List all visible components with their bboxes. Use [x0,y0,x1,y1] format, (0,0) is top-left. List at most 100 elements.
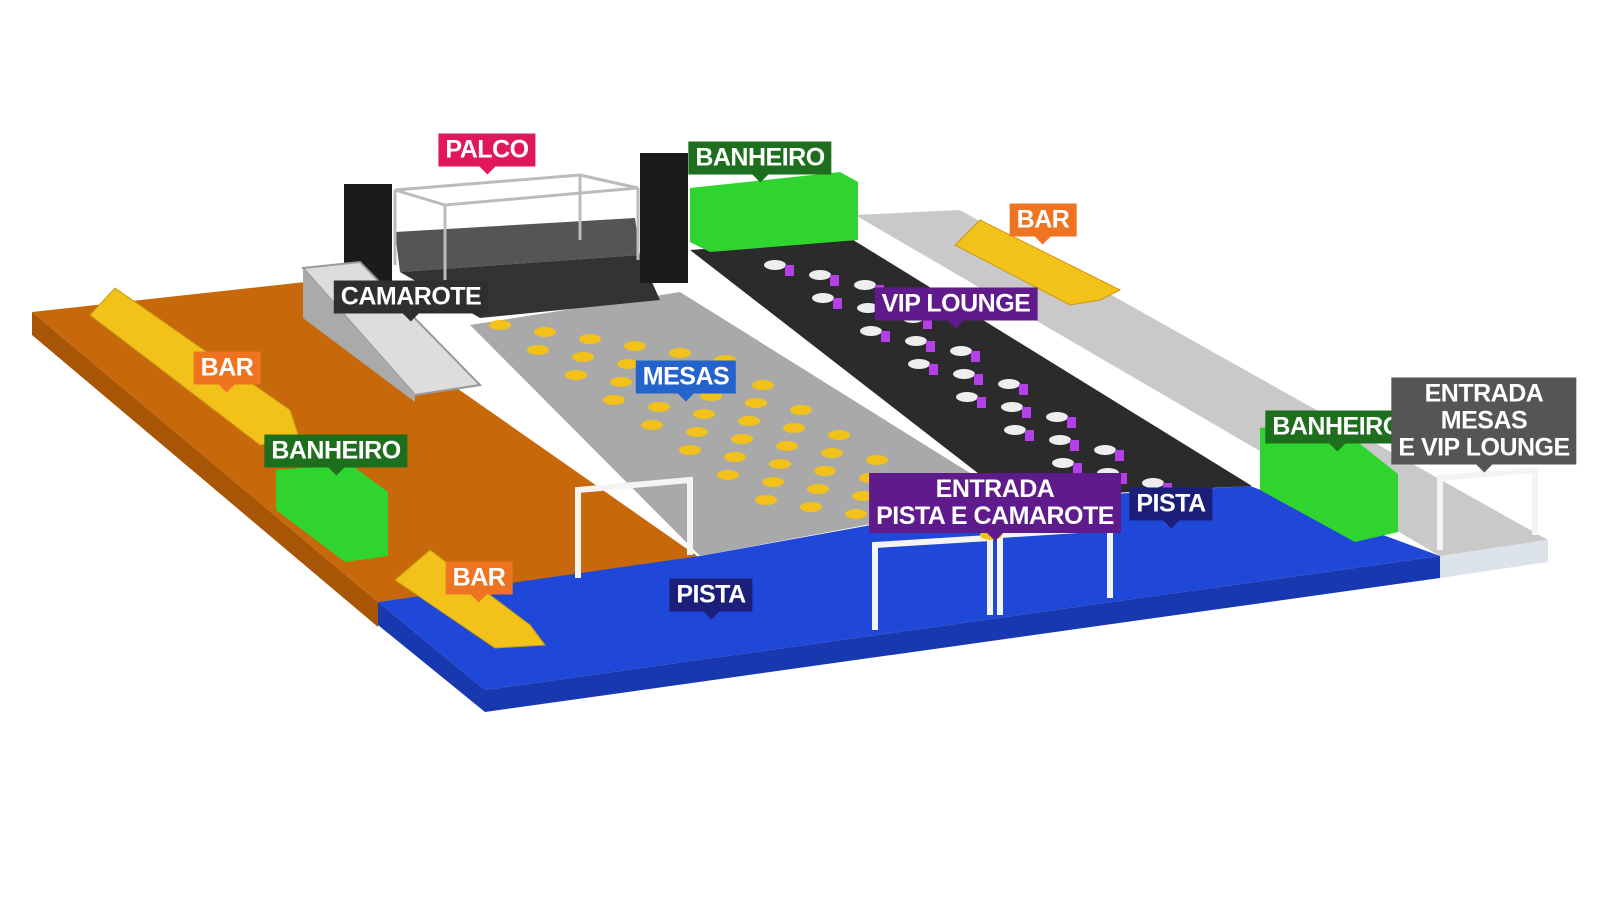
bar-tent-bottom [394,549,546,649]
table [534,327,556,337]
vip-table [812,293,834,303]
vip-table [1094,445,1116,455]
label-line: E VIP LOUNGE [1398,433,1570,462]
label-banheiro-right: BANHEIRO [1265,410,1409,452]
vip-seat [881,331,890,342]
table [752,380,774,390]
table [648,402,670,412]
table [489,320,511,330]
table [776,441,798,451]
vip-table [1049,435,1071,445]
label-banheiro-left: BANHEIRO [264,434,408,476]
vip-table [950,346,972,356]
table [624,341,646,351]
table [617,359,639,369]
table [814,466,836,476]
vip-seat [926,341,935,352]
label-mesas: MESAS [635,360,737,402]
stage-truss [393,173,640,280]
vip-table [905,336,927,346]
label-line: MESAS [1440,406,1528,435]
label-palco: PALCO [438,133,536,175]
label-line: ENTRADA [935,475,1055,503]
table [610,377,632,387]
vip-table [764,260,786,270]
table [527,345,549,355]
vip-seat [971,351,980,362]
banheiro-right-building [1260,420,1398,542]
table [790,405,812,415]
vip-seat [1115,450,1124,461]
table [572,352,594,362]
label-line: PISTA E CAMAROTE [876,502,1114,530]
vip-seat [785,265,794,276]
vip-table [953,369,975,379]
label-camarote: CAMAROTE [333,280,489,322]
table [731,434,753,444]
table [679,445,701,455]
label-pista-right: PISTA [1129,487,1213,529]
vip-table [1004,425,1026,435]
vip-seat [1118,473,1127,484]
table [800,502,822,512]
vip-seat [833,298,842,309]
vip-seat [1073,463,1082,474]
table [603,395,625,405]
speaker-right [640,153,688,283]
vip-table [809,270,831,280]
table [700,391,722,401]
vip-tables [764,260,1172,494]
table [717,470,739,480]
vip-seat [1025,430,1034,441]
table [724,452,746,462]
table [866,455,888,465]
table [783,423,805,433]
vip-seat [1070,440,1079,451]
vip-seat [1019,384,1028,395]
table [579,334,601,344]
label-bar-right: BAR [1009,203,1077,245]
table [845,509,867,519]
label-entrada-mesas-vip: ENTRADA MESAS E VIP LOUNGE [1391,377,1577,473]
vip-table [857,303,879,313]
table [828,430,850,440]
vip-table [1001,402,1023,412]
label-bar-bottom: BAR [445,561,513,603]
label-banheiro-top: BANHEIRO [688,141,832,183]
vip-table [854,280,876,290]
table [807,484,829,494]
vip-seat [1067,417,1076,428]
table [821,448,843,458]
table [852,491,874,501]
label-line: ENTRADA [1424,379,1544,408]
vip-table [998,379,1020,389]
vip-table [1046,412,1068,422]
vip-table [1142,478,1164,488]
vip-table [956,392,978,402]
bar-tent-right [954,219,1122,306]
vip-seat [830,275,839,286]
vip-seat [929,364,938,375]
table [769,459,791,469]
vip-table [1052,458,1074,468]
banheiro-left-building [276,464,388,562]
label-pista-bottom: PISTA [669,578,753,620]
blue-floor-pista [378,486,1440,690]
table [669,348,691,358]
vip-table [908,359,930,369]
vip-table [860,326,882,336]
label-vip-lounge: VIP LOUNGE [874,287,1038,329]
vip-seat [923,318,932,329]
label-bar-left: BAR [193,351,261,393]
vip-floor [690,238,1252,498]
banheiro-top-building [690,172,858,252]
table [693,409,715,419]
table [565,370,587,380]
table [686,427,708,437]
table [762,477,784,487]
table [738,416,760,426]
table [745,398,767,408]
label-entrada-pista-camarote: ENTRADA PISTA E CAMAROTE [869,473,1121,541]
